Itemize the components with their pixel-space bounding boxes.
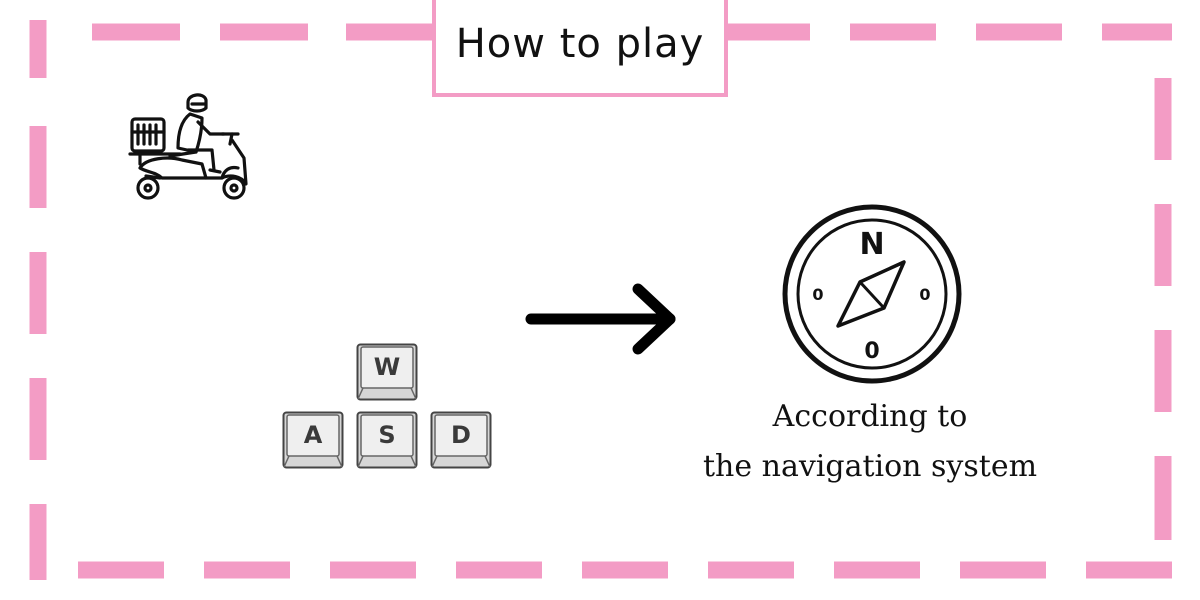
keycap-d-shape [430,411,492,469]
navigation-instruction: According to the navigation system [690,392,1050,492]
keycap-w-shape [356,343,418,401]
instruction-line-1: According to [772,399,968,434]
keycap-s-shape [356,411,418,469]
compass-west-label: 0 [812,285,823,304]
wasd-keys: W A S D [278,343,496,473]
key-a: A [282,411,344,469]
keycap-a-shape [282,411,344,469]
key-d: D [430,411,492,469]
key-s: S [356,411,418,469]
scooter-rider-icon [128,93,248,200]
key-s-label: S [378,421,396,449]
key-w-label: W [373,353,401,381]
compass-north-label: N [859,227,884,262]
key-d-label: D [451,421,471,449]
compass-south-label: 0 [864,339,879,364]
title-banner: How to play [432,0,728,97]
arrow-right-icon [525,283,676,355]
key-w: W [356,343,418,401]
compass-east-label: 0 [919,285,930,304]
compass-icon: N 0 0 0 [782,204,962,384]
key-a-label: A [303,421,323,449]
page-title: How to play [455,20,705,67]
instruction-line-2: the navigation system [702,449,1038,484]
